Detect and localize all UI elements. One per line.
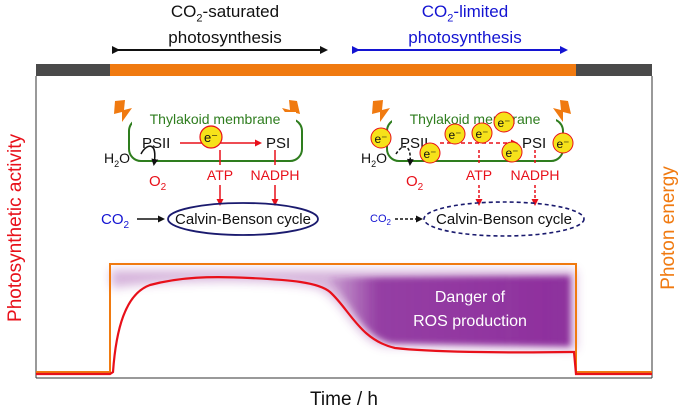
header-right-post: -limited: [453, 2, 509, 21]
right-panel: Thylakoid membrane PSII PSI e⁻ e⁻ e⁻ e⁻ …: [361, 100, 585, 237]
header-right-line2: photosynthesis: [408, 28, 522, 48]
right-calvin-cycle-label: Calvin-Benson cycle: [436, 211, 572, 228]
right-electron-5-label: e⁻: [497, 116, 510, 130]
left-electron-label: e⁻: [204, 130, 218, 145]
left-panel: Thylakoid membrane PSII PSI e⁻ H2O O2 AT…: [101, 100, 319, 236]
left-nadph-label: NADPH: [250, 167, 299, 183]
header-left-sub: 2: [196, 12, 203, 25]
left-calvin-cycle-label: Calvin-Benson cycle: [175, 211, 311, 228]
left-membrane-label: Thylakoid membrane: [150, 111, 281, 127]
left-membrane-label-bg: [132, 112, 296, 126]
right-psi-label: PSI: [522, 135, 546, 152]
left-co2-label: CO2: [101, 211, 130, 231]
left-oxygen-label: O2: [149, 173, 167, 193]
header-right-pre: CO: [421, 2, 448, 21]
left-atp-label: ATP: [207, 167, 233, 183]
dark-period-bar-left: [36, 64, 110, 76]
right-electron-2: [419, 142, 441, 164]
left-water-label: H2O: [104, 150, 130, 169]
right-electron-1-label: e⁻: [374, 132, 387, 146]
header-co2-saturated: CO2-saturated photosynthesis: [110, 2, 340, 48]
right-co2-label: CO2: [370, 213, 392, 227]
right-electron-4-label: e⁻: [475, 127, 488, 141]
right-water-arrow: [395, 146, 414, 166]
header-left-pre: CO: [170, 2, 197, 21]
left-light-bolt-2: [282, 100, 300, 122]
y-axis-right-label: Photon energy: [658, 166, 679, 290]
left-light-bolt-1: [114, 100, 132, 122]
right-electron-7-label: e⁻: [556, 137, 569, 151]
right-electron-3-label: e⁻: [448, 128, 461, 142]
header-right-sub: 2: [447, 12, 454, 25]
right-calvin-cycle-ellipse: [423, 201, 585, 237]
left-psi-label: PSI: [266, 135, 290, 152]
header-left-post: -saturated: [202, 2, 280, 21]
right-electron-4: [471, 122, 493, 144]
right-electron-3: [444, 123, 466, 145]
photosynthetic-activity-line: [36, 276, 652, 376]
right-electron-6-label: e⁻: [505, 146, 518, 160]
dark-period-bar-right: [576, 64, 652, 76]
right-membrane-label-bg: [392, 112, 556, 126]
header-left-line2: photosynthesis: [168, 28, 282, 48]
left-electron: [199, 125, 223, 149]
right-electron-5: [493, 111, 515, 133]
y-axis-left-label: Photosynthetic activity: [5, 134, 26, 322]
left-calvin-cycle-ellipse: [167, 202, 319, 236]
danger-text-line1: Danger of: [435, 289, 506, 306]
light-period-bar: [110, 64, 576, 76]
header-co2-limited: CO2-limited photosynthesis: [350, 2, 580, 48]
right-electron-1: [370, 127, 392, 149]
right-light-bolt-2: [553, 100, 571, 122]
danger-zone: [330, 276, 570, 346]
right-atp-label: ATP: [466, 167, 492, 183]
right-membrane-label: Thylakoid membrane: [410, 111, 541, 127]
right-oxygen-label: O2: [406, 173, 424, 193]
danger-text-line2: ROS production: [413, 313, 527, 330]
x-axis-label: Time / h: [310, 389, 378, 410]
right-water-label: H2O: [361, 150, 387, 169]
right-light-bolt-1: [372, 100, 390, 122]
left-water-arrow: [140, 145, 159, 166]
right-electron-7: [552, 132, 574, 154]
left-psii-label: PSII: [142, 135, 170, 152]
right-electron-6: [501, 141, 523, 163]
right-nadph-label: NADPH: [510, 167, 559, 183]
right-electron-2-label: e⁻: [423, 147, 436, 161]
photon-energy-line: [36, 263, 652, 373]
